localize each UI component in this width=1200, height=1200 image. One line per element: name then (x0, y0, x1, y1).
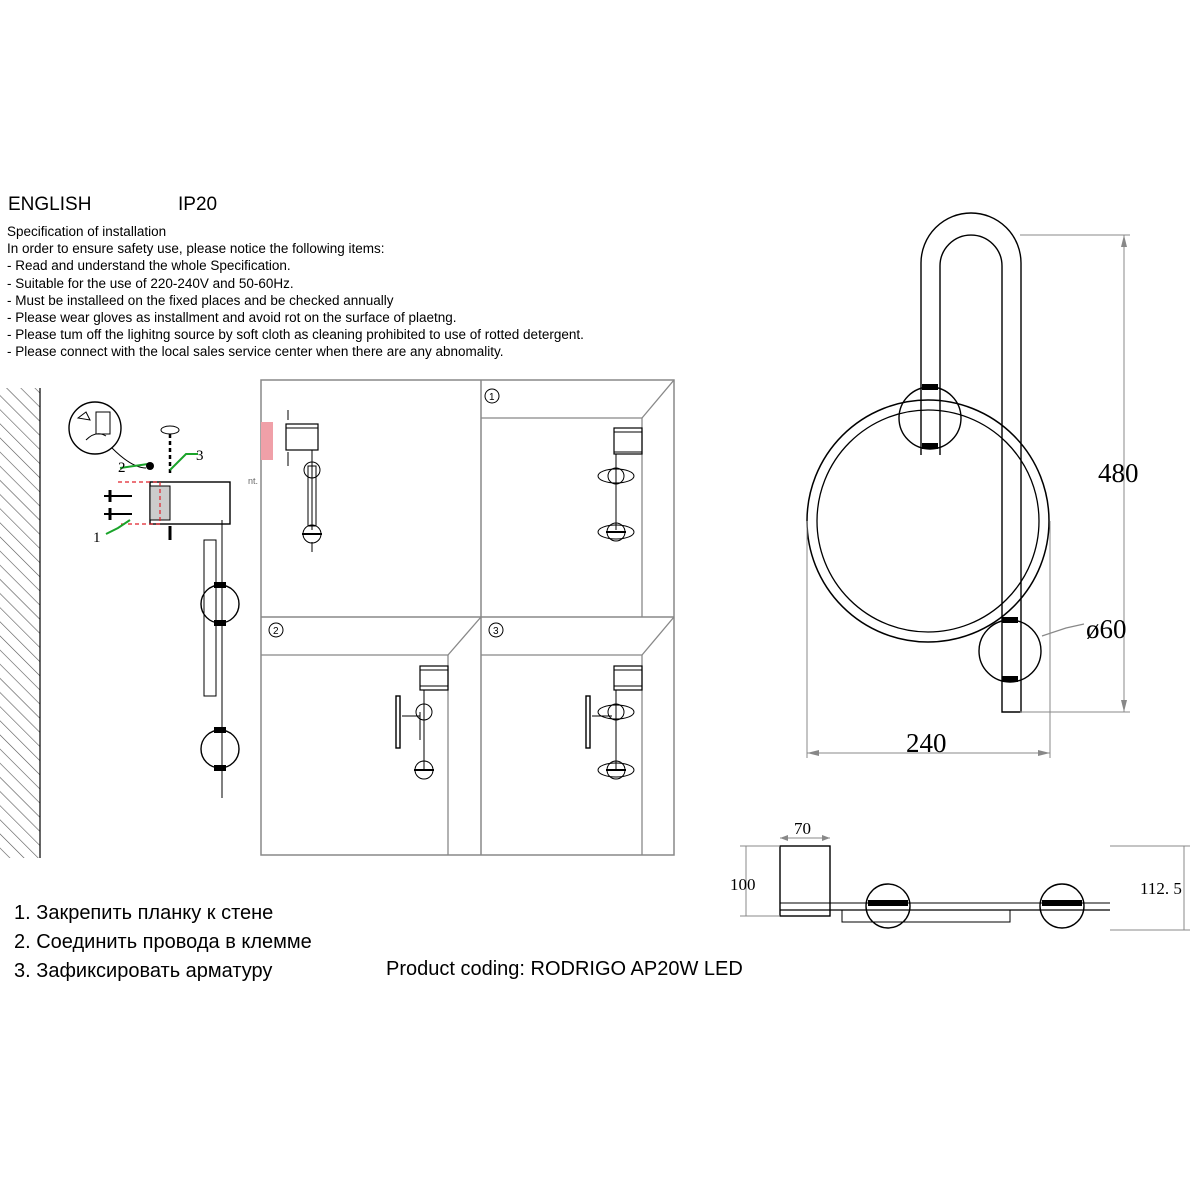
globe (200, 584, 240, 624)
ip-rating: IP20 (178, 194, 218, 215)
globe (200, 729, 240, 769)
step-ru: 3. Зафиксировать арматуру (14, 960, 273, 982)
upper-globe (898, 386, 962, 450)
callout-1: 1 (93, 530, 101, 546)
callout-3: 3 (196, 448, 204, 464)
language-label: ENGLISH (8, 194, 92, 215)
side-canopy (779, 845, 831, 917)
top-screw (160, 425, 180, 540)
bracket-outline (118, 481, 161, 525)
panel-step-2: 2 (273, 626, 279, 637)
cut-text: nt. (248, 476, 258, 486)
diameter-dimension: ø60 (1086, 614, 1127, 644)
wall-screw (104, 490, 132, 520)
spec-item: - Read and understand the whole Specific… (7, 258, 291, 274)
assembly-panels (260, 379, 675, 856)
front-view (740, 212, 1190, 931)
wall-hatch (0, 388, 40, 858)
inner-ring (816, 409, 1040, 633)
steps-ru: 1. Закрепить планку к стене 2. Соединить… (14, 899, 312, 986)
spec-item: - Must be installeed on the fixed places… (7, 292, 394, 308)
outer-ring (806, 399, 1050, 643)
spec-block: Specification of installation In order t… (7, 223, 584, 361)
height-dimension: 480 (1098, 458, 1139, 488)
width-dimension: 240 (906, 728, 947, 758)
spec-item: - Please connect with the local sales se… (7, 344, 504, 360)
total-depth-dimension: 112. 5 (1140, 879, 1182, 898)
spec-title: Specification of installation (7, 224, 167, 239)
side-globe (1039, 883, 1085, 929)
panel-step-3: 3 (493, 626, 499, 637)
rod (203, 539, 217, 697)
step-ru: 2. Соединить провода в клемме (14, 931, 312, 953)
j-hook-arm (920, 212, 1022, 713)
panel-step-1: 1 (489, 392, 495, 403)
spec-item: - Suitable for the use of 220-240V and 5… (7, 275, 294, 291)
side-globe (865, 883, 911, 929)
callout-2: 2 (118, 460, 126, 476)
wall-side-view (0, 388, 240, 858)
wall-bracket (261, 422, 273, 460)
spec-item: - Please tum off the lighitng source by … (7, 327, 584, 343)
lower-globe (978, 619, 1042, 683)
terminal-zoom (68, 401, 122, 455)
step-ru: 1. Закрепить планку к стене (14, 902, 274, 924)
depth-dimension: 70 (794, 819, 811, 838)
spec-item: - Please wear gloves as installment and … (7, 310, 457, 326)
base-height-dimension: 100 (730, 875, 756, 894)
product-coding: Product coding: RODRIGO AP20W LED (386, 958, 743, 980)
spec-intro: In order to ensure safety use, please no… (7, 241, 385, 257)
